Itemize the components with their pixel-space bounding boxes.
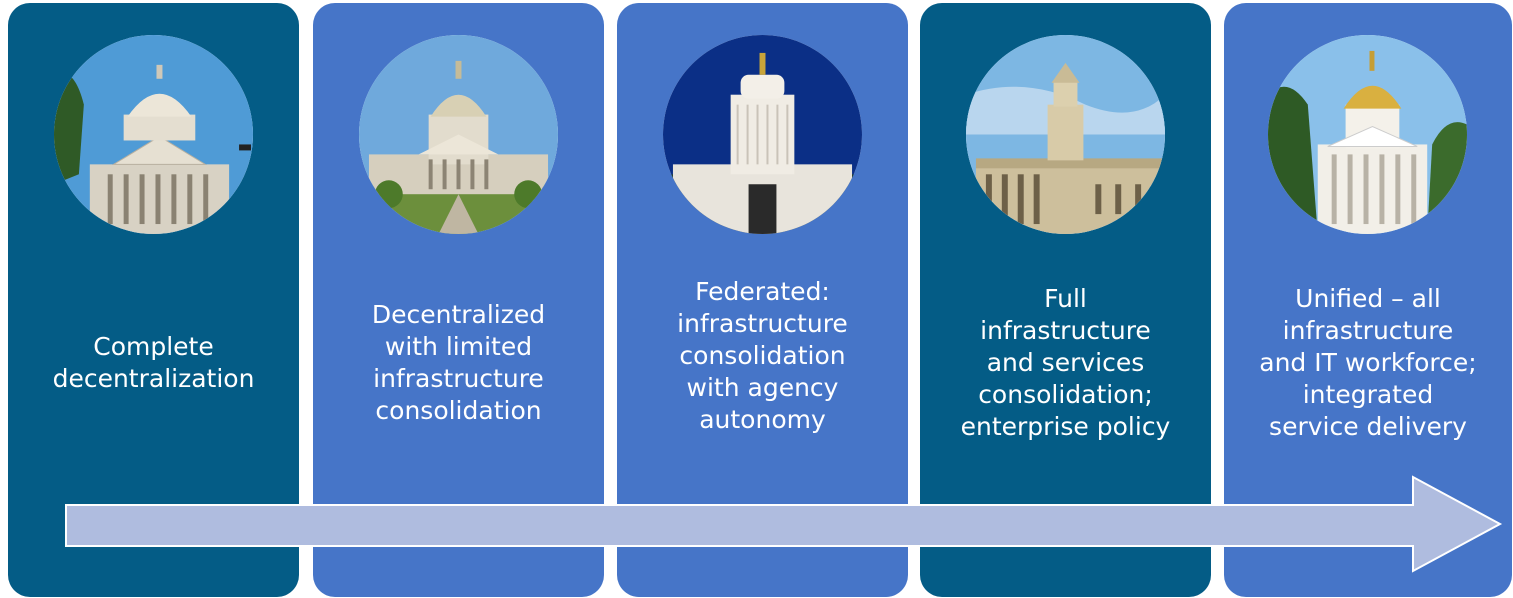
stage-label: Unified – all infrastructure and IT work… [1259,284,1477,441]
capitol-dome-image [358,35,558,234]
capitol-tower-image [662,35,862,234]
stage-panel-decentralized-limited: Decentralized with limited infrastructur… [313,3,604,597]
stage-label: Decentralized with limited infrastructur… [371,300,546,425]
capitol-photo [53,35,253,234]
capitol-photo [965,35,1165,234]
stage-panel-unified: Unified – all infrastructure and IT work… [1224,3,1512,597]
stage-panel-complete-decentralization: Complete decentralization [8,3,299,597]
stage-label: Complete decentralization [52,332,255,393]
capitol-dome-image [53,35,253,234]
stage-label: Federated: infrastructure consolidation … [677,276,848,434]
capitol-cupola-image [965,35,1165,234]
stage-label: Full infrastructure and services consoli… [960,284,1171,441]
capitol-gold-dome-image [1268,35,1467,234]
stage-panel-federated: Federated: infrastructure consolidation … [617,3,908,597]
capitol-photo [1268,35,1467,234]
stage-panel-full-consolidation: Full infrastructure and services consoli… [920,3,1211,597]
capitol-photo [662,35,862,234]
capitol-photo [358,35,558,234]
